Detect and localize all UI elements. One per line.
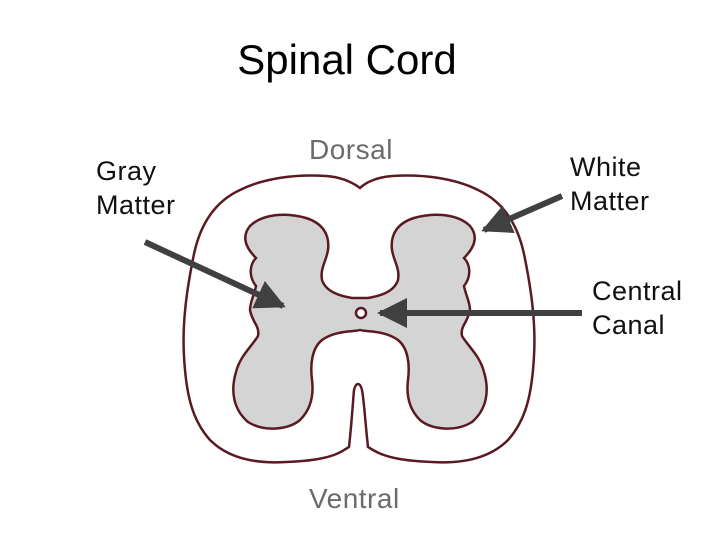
- white-matter-label-line-1: White: [570, 152, 642, 182]
- gray-matter-label: Gray Matter: [96, 154, 176, 222]
- white-matter-label-line-2: Matter: [570, 186, 650, 216]
- gray-matter-label-line-2: Matter: [96, 190, 176, 220]
- central-canal-label-line-2: Canal: [592, 310, 666, 340]
- central-canal-label-line-1: Central: [592, 276, 683, 306]
- gray-matter-label-line-1: Gray: [96, 156, 157, 186]
- white-matter-arrow: [481, 193, 564, 233]
- central-canal-label: Central Canal: [592, 274, 683, 342]
- central-canal: [354, 306, 368, 320]
- gray-matter-region: [232, 213, 488, 430]
- dorsal-label: Dorsal: [309, 134, 393, 165]
- ventral-label: Ventral: [309, 483, 400, 514]
- gray-matter-arrow: [143, 239, 286, 309]
- white-matter-label: White Matter: [570, 150, 650, 218]
- page-title: Spinal Cord: [237, 36, 457, 83]
